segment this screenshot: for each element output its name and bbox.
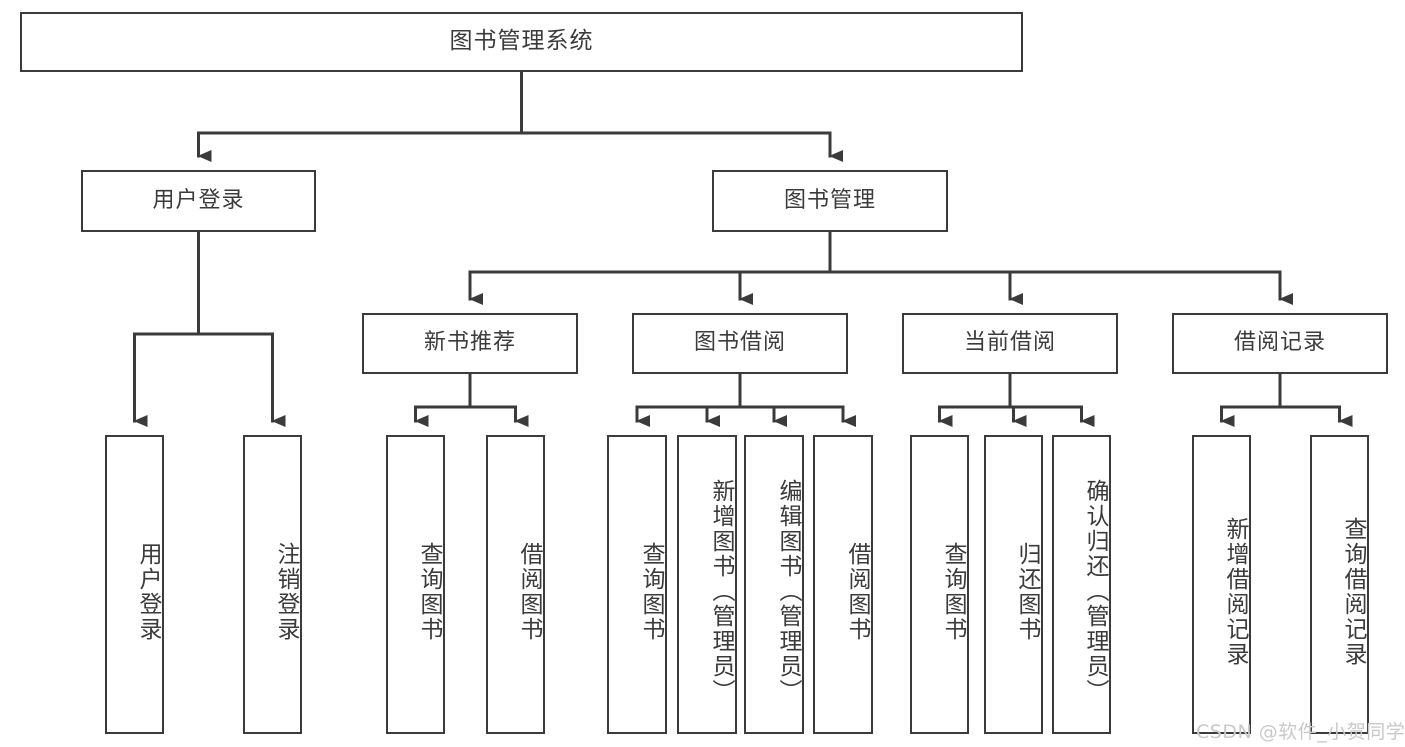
node-current-borrow[interactable]: 当前借阅 — [902, 313, 1118, 374]
node-borrow-record[interactable]: 借阅记录 — [1172, 313, 1388, 374]
node-root[interactable]: 图书管理系统 — [20, 12, 1023, 72]
node-leaf-user-logout[interactable]: 注销登录 — [243, 435, 302, 734]
node-leaf-query-book-1[interactable]: 查询图书 — [386, 435, 445, 734]
node-leaf-query-book-2[interactable]: 查询图书 — [607, 435, 667, 734]
node-leaf-query-record[interactable]: 查询借阅记录 — [1310, 435, 1369, 734]
node-leaf-return-book[interactable]: 归还图书 — [984, 435, 1043, 734]
node-book-manage[interactable]: 图书管理 — [712, 170, 948, 232]
node-leaf-edit-book[interactable]: 编辑图书（管理员） — [744, 435, 804, 734]
node-leaf-confirm-return[interactable]: 确认归还（管理员） — [1052, 435, 1111, 734]
node-user-login[interactable]: 用户登录 — [81, 170, 316, 232]
node-leaf-query-book-3[interactable]: 查询图书 — [910, 435, 969, 734]
node-leaf-add-book[interactable]: 新增图书（管理员） — [677, 435, 737, 734]
node-leaf-add-record[interactable]: 新增借阅记录 — [1192, 435, 1251, 734]
node-leaf-borrow-book-1[interactable]: 借阅图书 — [486, 435, 545, 734]
node-book-borrow[interactable]: 图书借阅 — [632, 313, 848, 374]
node-leaf-borrow-book-2[interactable]: 借阅图书 — [813, 435, 873, 734]
node-new-book-rec[interactable]: 新书推荐 — [362, 313, 578, 374]
node-leaf-user-login[interactable]: 用户登录 — [105, 435, 164, 734]
